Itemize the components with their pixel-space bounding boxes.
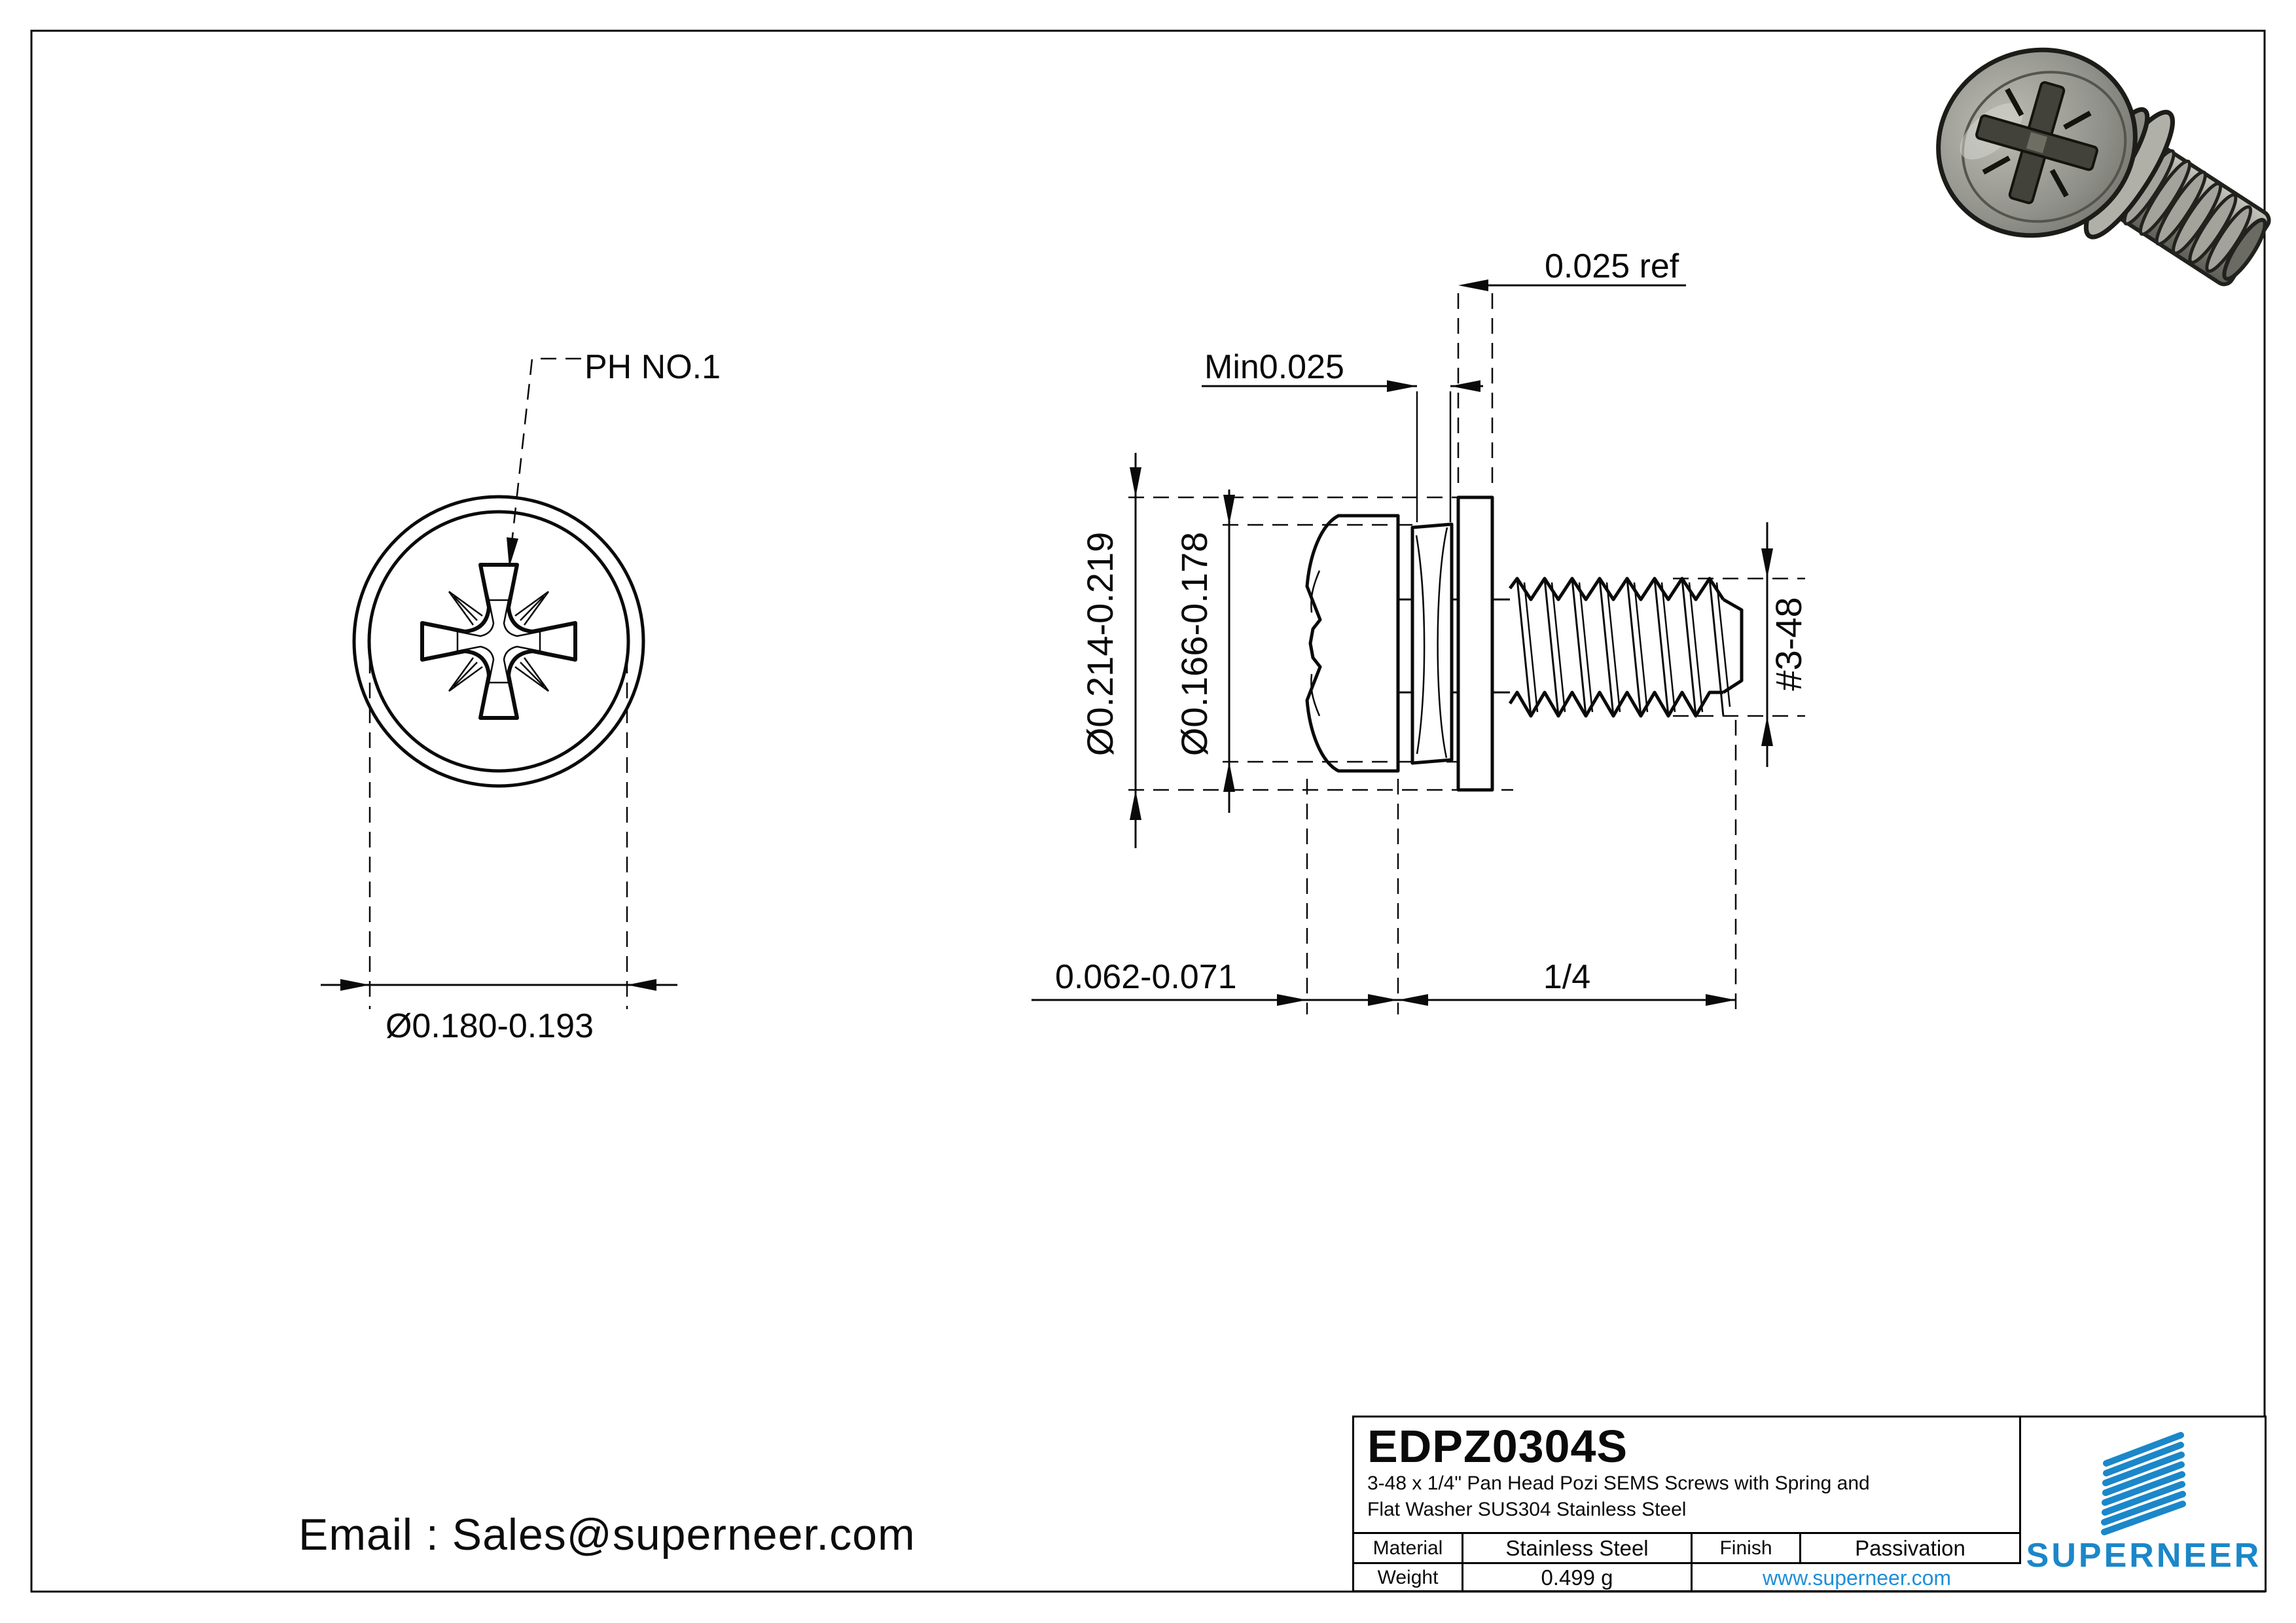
thread-section — [1508, 577, 1744, 718]
dim-spring-thickness: Min0.025 — [1202, 348, 1483, 522]
dim-washer-thickness: 0.025 ref — [1457, 247, 1686, 492]
spring-washer-od-value: Ø0.166-0.178 — [1174, 532, 1215, 756]
pan-head-profile — [1305, 514, 1400, 773]
product-render-3d-image — [1936, 47, 2271, 287]
spring-washer — [1410, 522, 1454, 765]
spring-washer-coil-line2 — [1415, 535, 1426, 755]
recess-leader: PH NO.1 — [507, 348, 721, 567]
drawing-border-frame — [30, 29, 2266, 1593]
finish-label: Finish — [1693, 1534, 1801, 1564]
flat-washer-od-value: Ø0.214-0.219 — [1079, 532, 1121, 756]
title-block-main-cell: EDPZ0304S 3-48 x 1/4" Pan Head Pozi SEMS… — [1354, 1418, 2021, 1534]
weight-label: Weight — [1354, 1564, 1463, 1592]
pozi-recess-outline — [420, 563, 577, 720]
pozi-tip-lines — [422, 564, 576, 719]
brand-logo-stripes-icon — [2100, 1432, 2186, 1535]
weight-value: 0.499 g — [1463, 1564, 1693, 1592]
website-link[interactable]: www.superneer.com — [1762, 1566, 1952, 1590]
brand-logo-cell: SUPERNEER — [2021, 1418, 2267, 1592]
spring-thickness-value: Min0.025 — [1204, 348, 1344, 386]
part-description-line1: 3-48 x 1/4" Pan Head Pozi SEMS Screws wi… — [1367, 1472, 1870, 1494]
material-value: Stainless Steel — [1463, 1534, 1693, 1564]
dim-flat-washer-od: Ø0.214-0.219 — [1079, 453, 1513, 848]
dim-spring-washer-od: Ø0.166-0.178 — [1174, 490, 1457, 813]
head-height-value: 0.062-0.071 — [1055, 958, 1237, 996]
thread-size-value: #3-48 — [1768, 597, 1809, 690]
material-label: Material — [1354, 1534, 1463, 1564]
flat-washer — [1456, 495, 1494, 792]
head-outline-circle — [367, 510, 630, 773]
dim-thread-size: #3-48 — [1673, 522, 1809, 767]
thread-tip — [1722, 597, 1744, 694]
contact-email: Email : Sales@superneer.com — [298, 1510, 916, 1560]
side-view — [1305, 495, 1744, 792]
title-block: EDPZ0304S 3-48 x 1/4" Pan Head Pozi SEMS… — [1352, 1416, 2267, 1592]
finish-value: Passivation — [1801, 1534, 2021, 1564]
dim-head-height-and-length: 0.062-0.071 1/4 — [1031, 720, 1737, 1014]
washer-outline-circle — [352, 495, 645, 788]
pozi-wing-marks — [448, 590, 550, 692]
pozi-recess-3d — [1975, 81, 2098, 204]
recess-label: PH NO.1 — [584, 348, 721, 386]
head-recess-arc-top — [1310, 570, 1321, 613]
brand-name: SUPERNEER — [2026, 1537, 2262, 1575]
part-description-line2: Flat Washer SUS304 Stainless Steel — [1367, 1499, 1687, 1520]
head-diameter-value: Ø0.180-0.193 — [386, 1007, 594, 1045]
washer-thickness-value: 0.025 ref — [1545, 247, 1679, 285]
thread-length-value: 1/4 — [1543, 958, 1590, 996]
part-number: EDPZ0304S — [1367, 1421, 1628, 1472]
top-view — [352, 495, 645, 788]
spring-washer-coil-line1 — [1437, 527, 1448, 758]
dim-head-diameter: Ø0.180-0.193 — [321, 658, 677, 1045]
head-recess-arc-bottom — [1310, 673, 1321, 717]
